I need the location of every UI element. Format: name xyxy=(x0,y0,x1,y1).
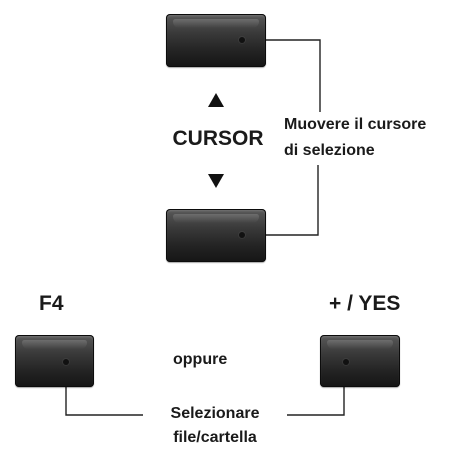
down-key-callout-line xyxy=(242,165,319,236)
oppure-text: oppure xyxy=(173,351,228,368)
cursor-callout-line2: di selezione xyxy=(284,142,375,159)
cursor-callout-line1: Muovere il cursore xyxy=(284,116,427,133)
yes-key-dot xyxy=(343,359,349,365)
f4-key[interactable] xyxy=(15,335,94,387)
f4-key-dot xyxy=(63,359,69,365)
select-callout-line1: Selezionare xyxy=(170,405,260,422)
up-key-callout-line xyxy=(242,39,321,112)
cursor-up-key[interactable] xyxy=(166,14,266,67)
triangle-up-icon xyxy=(208,93,224,107)
cursor-down-key-dot xyxy=(239,232,245,238)
cursor-up-key-dot xyxy=(239,37,245,43)
triangle-down-icon xyxy=(208,174,224,188)
cursor-label: CURSOR xyxy=(172,127,264,150)
yes-label: + / YES xyxy=(329,292,401,315)
select-callout-line2: file/cartella xyxy=(173,429,257,446)
yes-key[interactable] xyxy=(320,335,400,387)
cursor-down-key[interactable] xyxy=(166,209,266,262)
f4-label: F4 xyxy=(39,292,64,315)
